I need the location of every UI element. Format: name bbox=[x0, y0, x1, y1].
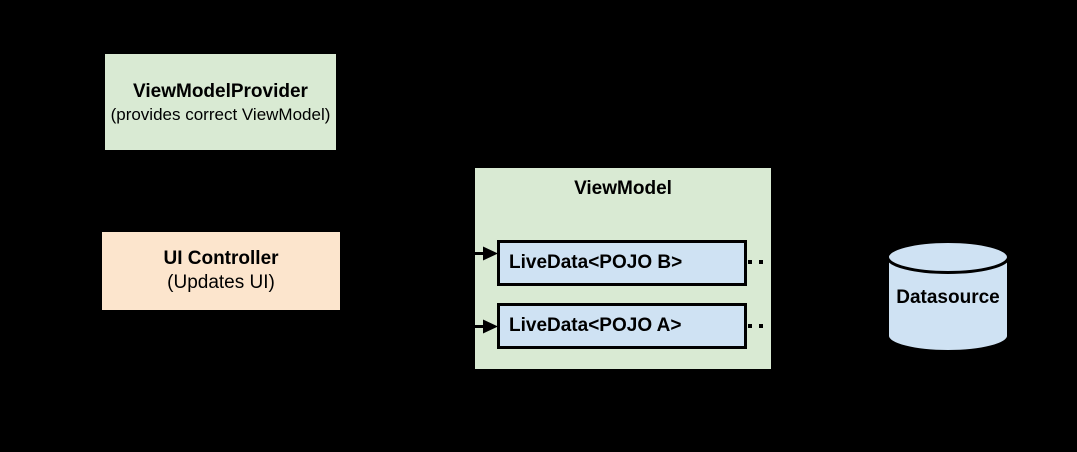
arrowhead-into-livedata-a-icon bbox=[474, 319, 498, 334]
dot-icon bbox=[759, 324, 763, 328]
viewmodelprovider-subtitle: (provides correct ViewModel) bbox=[110, 104, 331, 124]
node-livedata-pojo-a: LiveData<POJO A> bbox=[497, 303, 747, 349]
livedata-pojo-a-label: LiveData<POJO A> bbox=[509, 315, 682, 336]
dot-icon bbox=[759, 260, 763, 264]
node-viewmodelprovider: ViewModelProvider (provides correct View… bbox=[105, 54, 336, 150]
node-ui-controller: UI Controller (Updates UI) bbox=[102, 232, 340, 310]
datasource-label: Datasource bbox=[896, 287, 1000, 308]
ui-controller-title: UI Controller bbox=[163, 248, 279, 269]
dot-icon bbox=[748, 260, 752, 264]
node-datasource: Datasource bbox=[886, 240, 1010, 354]
arrowhead-into-livedata-b-icon bbox=[474, 246, 498, 261]
viewmodelprovider-title: ViewModelProvider bbox=[133, 80, 308, 102]
ui-controller-subtitle: (Updates UI) bbox=[167, 272, 275, 293]
node-viewmodel: ViewModel LiveData<POJO B> LiveData<POJO… bbox=[475, 168, 771, 369]
node-livedata-pojo-b: LiveData<POJO B> bbox=[497, 240, 747, 286]
livedata-pojo-b-label: LiveData<POJO B> bbox=[509, 252, 683, 273]
dotted-line-from-livedata-b bbox=[748, 260, 763, 264]
dot-icon bbox=[748, 324, 752, 328]
viewmodel-title: ViewModel bbox=[574, 178, 672, 199]
database-cylinder-icon bbox=[886, 240, 1010, 353]
dotted-line-from-livedata-a bbox=[748, 324, 763, 328]
